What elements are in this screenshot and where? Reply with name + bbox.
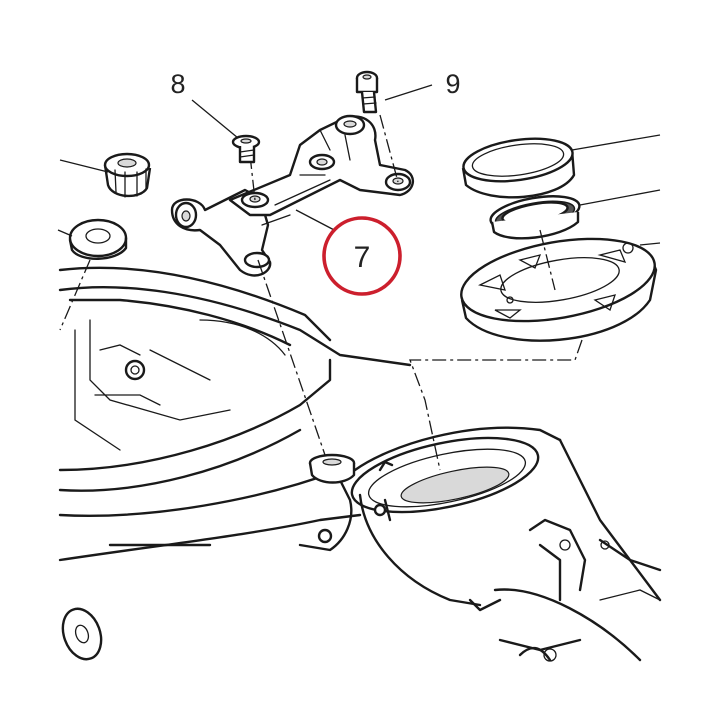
seal-axis	[539, 229, 556, 291]
bearing-cup	[461, 137, 576, 199]
rubber-grommet	[308, 453, 356, 484]
cup-leader	[571, 134, 661, 151]
washer-left	[68, 218, 128, 260]
washer-leader	[57, 229, 73, 237]
seal-ring	[489, 195, 581, 240]
bearing-plate	[460, 237, 658, 342]
hex-nut	[103, 152, 152, 198]
screw-9-leader	[384, 84, 433, 101]
plate-leader	[639, 242, 661, 246]
callout-9: 9	[445, 69, 460, 99]
callout-8: 8	[170, 69, 185, 99]
nut-leader	[59, 159, 109, 173]
frame-body	[58, 266, 662, 662]
washer-axis	[59, 259, 91, 331]
callout-7-leader	[295, 209, 339, 233]
bracket-axis-left	[257, 259, 326, 456]
callout-7: 7	[354, 241, 371, 274]
seal-leader	[579, 189, 661, 206]
mounting-bracket	[170, 114, 415, 277]
screw-9	[355, 70, 379, 114]
highlight-ring-7	[322, 216, 402, 296]
bracket-axis-screw-9	[379, 114, 399, 183]
steering-axis	[409, 339, 583, 471]
screw-8-leader	[191, 99, 239, 139]
screw-8	[231, 134, 261, 164]
